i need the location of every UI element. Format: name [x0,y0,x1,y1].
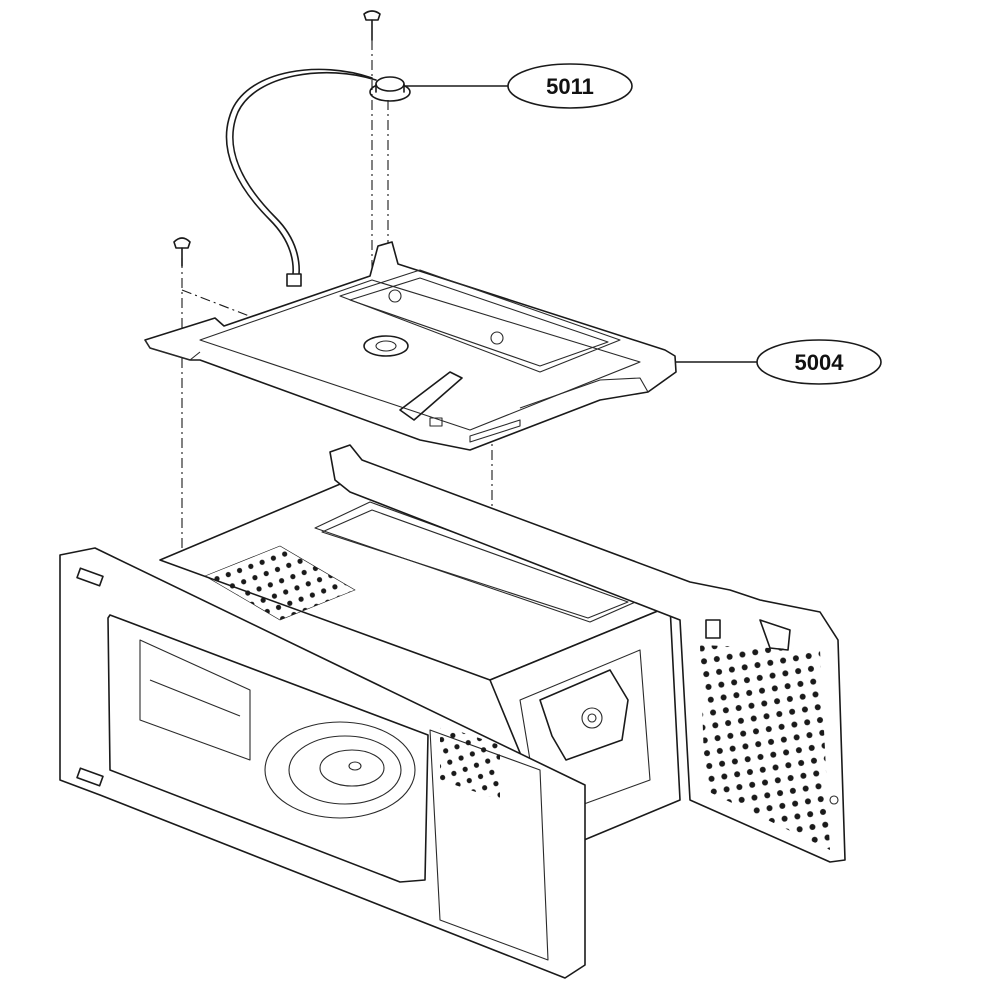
left-screw [173,237,191,267]
callout-5011: 5011 [403,63,633,109]
callout-5004: 5004 [675,339,882,385]
upper-cover-plate [144,241,677,451]
callout-5004-label: 5004 [795,350,845,375]
rear-panel [329,444,846,863]
top-screw [363,10,381,41]
thermostat-part [369,76,411,102]
callout-5011-label: 5011 [546,74,594,99]
cavity-interior [139,639,416,819]
thermostat-wire [225,68,377,287]
front-frame [59,547,586,979]
